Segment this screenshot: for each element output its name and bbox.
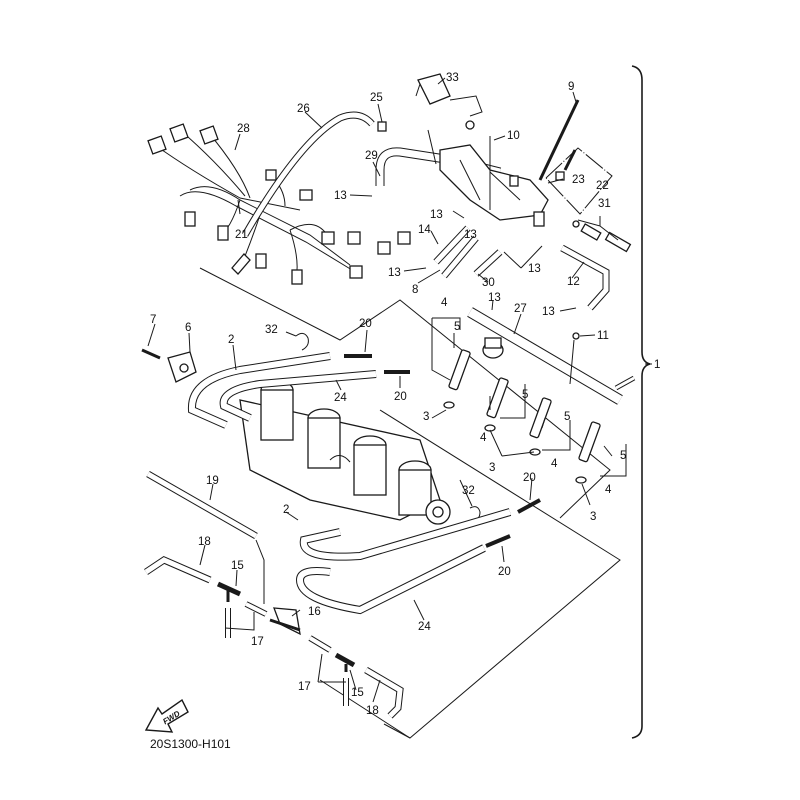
callout-18: 18: [198, 536, 211, 548]
callout-5: 5: [522, 389, 528, 401]
callout-12: 12: [567, 276, 580, 288]
callout-13: 13: [464, 229, 477, 241]
joint-15: [216, 581, 242, 597]
fwd-arrow: FWD: [144, 698, 189, 733]
diagram-code: 20S1300-H101: [150, 737, 231, 751]
callout-28: 28: [237, 123, 250, 135]
callout-7: 7: [150, 314, 156, 326]
throttle-linkage: [415, 73, 549, 227]
callout-20: 20: [394, 391, 407, 403]
callout-leaders: [147, 77, 652, 703]
callout-5: 5: [620, 450, 626, 462]
callout-32: 32: [265, 324, 278, 336]
joint-20: [517, 498, 541, 514]
leader-line: [319, 409, 621, 739]
callout-21: 21: [235, 229, 248, 241]
callout-4: 4: [605, 484, 612, 496]
callout-3: 3: [489, 462, 495, 474]
callout-15: 15: [351, 687, 364, 699]
callout-26: 26: [297, 103, 310, 115]
assembly-bracket: [631, 65, 651, 739]
callout-15: 15: [231, 560, 244, 572]
wire-harness: [147, 123, 411, 285]
callout-4: 4: [551, 458, 558, 470]
callout-9: 9: [568, 81, 574, 93]
callout-13: 13: [542, 306, 555, 318]
callout-33: 33: [446, 72, 459, 84]
callout-5: 5: [454, 321, 460, 333]
callout-8: 8: [412, 284, 418, 296]
callout-6: 6: [185, 322, 191, 334]
callout-13: 13: [488, 292, 501, 304]
callout-13: 13: [334, 190, 347, 202]
callout-23: 23: [572, 174, 585, 186]
callout-11: 11: [597, 330, 609, 342]
callout-2: 2: [283, 504, 289, 516]
callout-25: 25: [370, 92, 383, 104]
callout-2: 2: [228, 334, 234, 346]
leader-line: [199, 267, 611, 519]
callout-32: 32: [462, 485, 475, 497]
callout-29: 29: [365, 150, 378, 162]
callout-20: 20: [523, 472, 536, 484]
callout-4: 4: [480, 432, 487, 444]
callout-5: 5: [564, 411, 570, 423]
callout-27: 27: [514, 303, 527, 315]
callout-16: 16: [308, 606, 321, 618]
callout-14: 14: [418, 224, 431, 236]
hose-26: [241, 111, 375, 237]
callout-13: 13: [528, 263, 541, 275]
callout-30: 30: [482, 277, 495, 289]
screw-set-box: [545, 147, 613, 215]
callout-3: 3: [590, 511, 596, 523]
fuel-rail: [467, 307, 636, 405]
callout-4: 4: [441, 297, 448, 309]
callout-20: 20: [359, 318, 372, 330]
callout-17: 17: [251, 636, 264, 648]
callout-labels: 33 9 10 25 26 28 29 21 22 23 31 13 13 13…: [150, 72, 660, 717]
callout-20: 20: [498, 566, 511, 578]
joint-20: [485, 534, 511, 548]
callout-17: 17: [298, 681, 311, 693]
callout-3: 3: [423, 411, 429, 423]
callout-19: 19: [206, 475, 219, 487]
callout-1: 1: [654, 359, 660, 371]
bolt-9: [538, 99, 580, 181]
callout-24: 24: [418, 621, 431, 633]
callout-31: 31: [598, 198, 611, 210]
clamp-32: [295, 332, 309, 351]
screw-7: [141, 348, 161, 360]
callout-18: 18: [366, 705, 379, 717]
callout-13: 13: [430, 209, 443, 221]
callout-13: 13: [388, 267, 401, 279]
injectors: [431, 317, 627, 484]
callout-10: 10: [507, 130, 520, 142]
callout-24: 24: [334, 392, 347, 404]
callout-22: 22: [596, 180, 609, 192]
clamp-25: [377, 121, 387, 132]
sensor-33: [417, 73, 451, 105]
